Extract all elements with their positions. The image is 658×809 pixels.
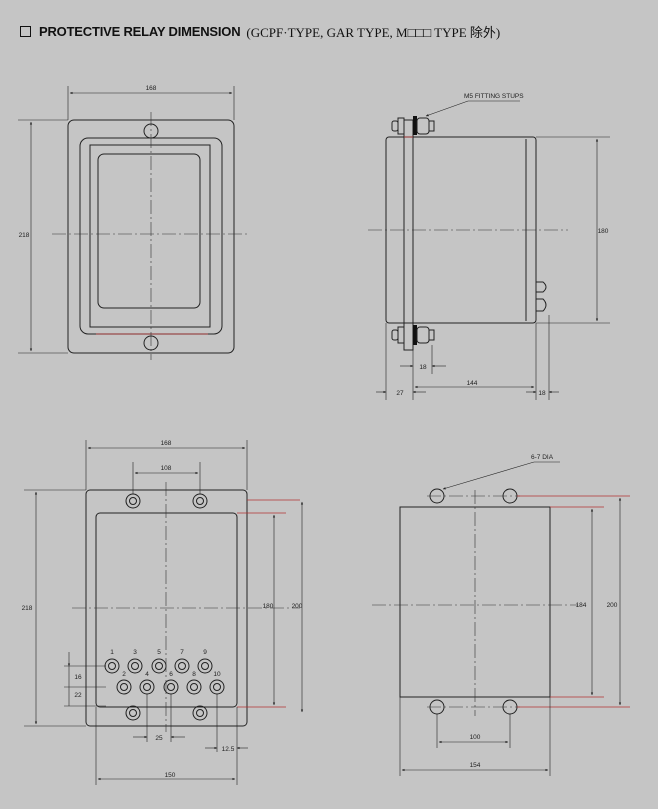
- rear-bottom-width-label: 150: [165, 772, 176, 779]
- side-view: M5 FITTING STUPS 180 18 27 144 18: [368, 93, 610, 400]
- terminal-number: 7: [180, 649, 184, 656]
- title-sub: (GCPF·TYPE, GAR TYPE, M□□□ TYPE 除外): [246, 24, 501, 40]
- terminal-1: [104, 658, 120, 674]
- rear-width-label: 168: [161, 440, 172, 447]
- cutout-hole-leader: [442, 461, 535, 490]
- terminal-8: [186, 679, 202, 695]
- terminal-row-pitch-b-label: 22: [74, 692, 82, 699]
- terminal-number: 9: [203, 649, 207, 656]
- terminal-5: [151, 658, 167, 674]
- terminal-3: [127, 658, 143, 674]
- cutout-view: 6-7 DIA 184 200 100 154: [372, 454, 630, 776]
- terminal-edge-label: 12.5: [222, 746, 235, 753]
- front-view: 168 218: [18, 85, 250, 360]
- terminal-block: [104, 658, 225, 695]
- terminal-9: [197, 658, 213, 674]
- terminal-number: 3: [133, 649, 137, 656]
- cutout-width-label: 154: [470, 762, 481, 769]
- front-panel: [89, 144, 211, 328]
- rear-inner-height-label: 180: [263, 603, 274, 610]
- terminal-number: 6: [169, 671, 173, 678]
- terminal-number: 2: [122, 671, 126, 678]
- side-flange: [403, 119, 414, 351]
- cutout-hole-label: 6-7 DIA: [531, 454, 554, 461]
- terminal-number: 8: [192, 671, 196, 678]
- terminal-view: 1 3 5 7 9 2 4 6 8 10 168 108 2: [22, 440, 304, 785]
- terminal-4: [139, 679, 155, 695]
- rear-recess: [95, 512, 238, 708]
- rear-hole-pitch-label: 108: [161, 465, 172, 472]
- fitting-stud-top: [391, 116, 435, 135]
- side-dim-label-2: 27: [396, 390, 404, 397]
- cutout-hole-pitch-label: 100: [470, 734, 481, 741]
- side-height-label: 180: [598, 228, 609, 235]
- title-main: PROTECTIVE RELAY DIMENSION: [39, 23, 241, 39]
- rear-outer-height-label: 200: [292, 603, 303, 610]
- rear-terminals: [536, 281, 547, 312]
- cutout-outer-height-label: 200: [607, 602, 618, 609]
- terminal-row-pitch-a-label: 16: [74, 674, 82, 681]
- terminal-7: [174, 658, 190, 674]
- front-window: [97, 153, 201, 309]
- side-dim-label-1: 18: [419, 364, 427, 371]
- fitting-label: M5 FITTING STUPS: [464, 93, 524, 100]
- front-width-label: 168: [146, 85, 157, 92]
- terminal-number: 10: [213, 671, 221, 678]
- fitting-stud-bottom: [391, 325, 435, 345]
- terminal-10: [209, 679, 225, 695]
- cutout-inner-height-label: 184: [576, 602, 587, 609]
- terminal-number: 5: [157, 649, 161, 656]
- title-checkbox-mark: [20, 25, 31, 37]
- rear-height-label: 218: [22, 605, 33, 612]
- terminal-number: 4: [145, 671, 149, 678]
- terminal-2: [116, 679, 132, 695]
- front-height-label: 218: [19, 232, 30, 239]
- terminal-number: 1: [110, 649, 114, 656]
- sheet-title: PROTECTIVE RELAY DIMENSION (GCPF·TYPE, G…: [20, 20, 500, 42]
- terminal-pitch-label: 25: [155, 735, 163, 742]
- side-dim-label-3: 144: [467, 380, 478, 387]
- side-dim-label-4: 18: [538, 390, 546, 397]
- fitting-leader: [425, 100, 469, 117]
